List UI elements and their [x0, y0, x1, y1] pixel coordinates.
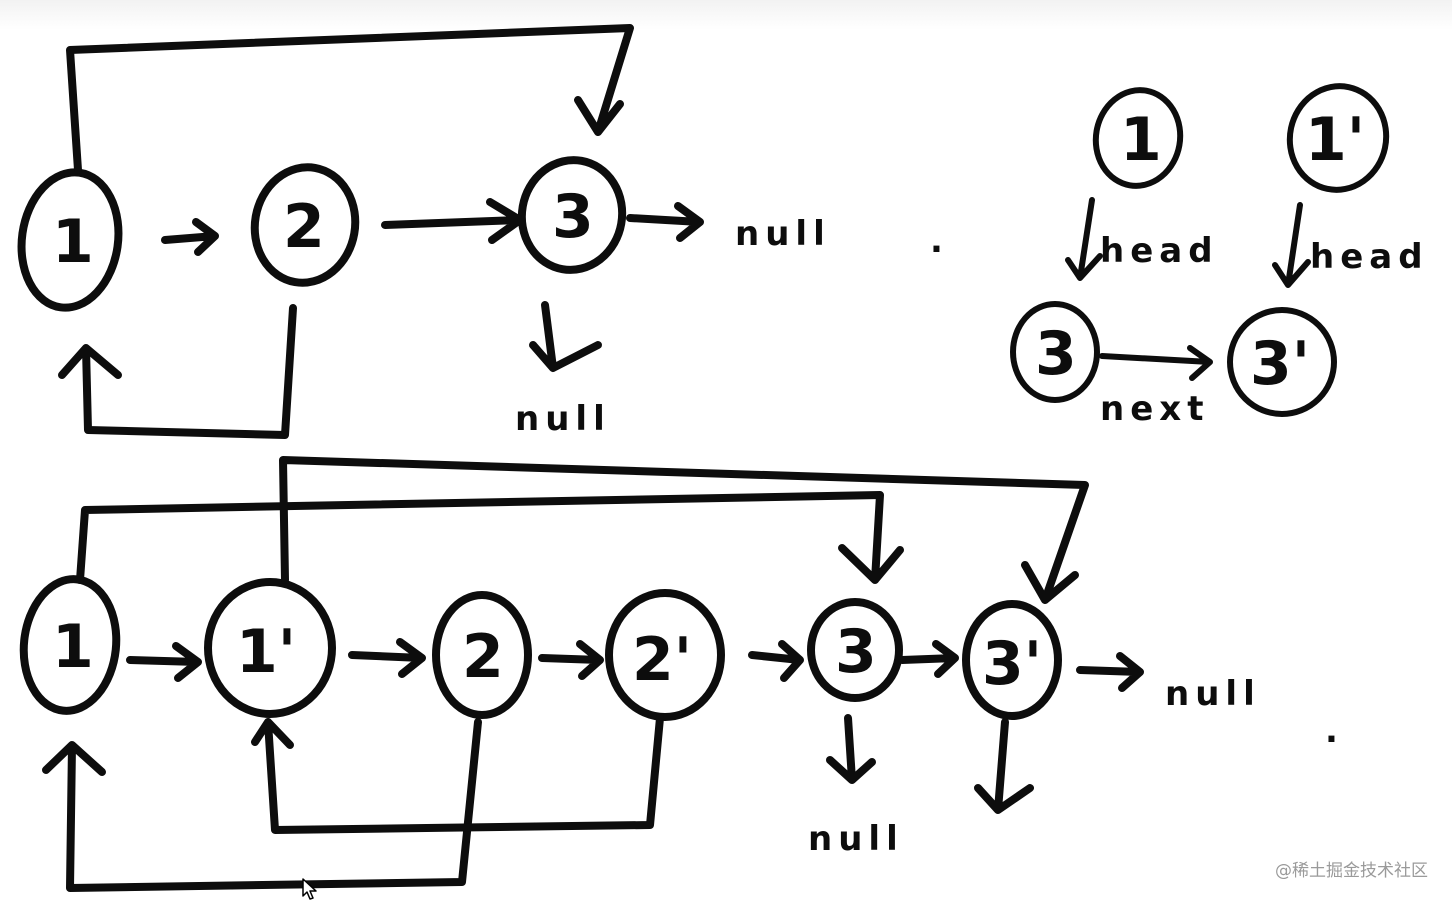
- top-node-3-label: 3: [552, 182, 594, 252]
- top-next-arrow-2-3: [381, 198, 524, 244]
- side-head-label-right: head: [1310, 237, 1429, 277]
- mouse-pointer-icon: [302, 878, 317, 900]
- bottom-node-2-label: 2: [462, 622, 504, 692]
- side-note: 1 head 3 next 1' head 3': [1010, 83, 1429, 429]
- side-head-label-left: head: [1100, 231, 1219, 271]
- bottom-next-arrow-1p-2: [348, 638, 426, 678]
- top-node-1-label: 1: [52, 207, 94, 277]
- bottom-null-right-dot: .: [1325, 711, 1344, 751]
- bottom-random-arrow-3-null: [826, 714, 876, 784]
- bottom-next-arrow-2p-3: [748, 640, 804, 682]
- bottom-random-arrow-2p-1p: [251, 714, 664, 834]
- side-head-arrow-left: [1065, 197, 1103, 281]
- side-node-1: 1: [1092, 87, 1184, 189]
- top-node-2: 2: [250, 163, 360, 287]
- side-node-3-label: 3: [1035, 319, 1077, 389]
- top-node-3: 3: [517, 156, 627, 274]
- side-next-label: next: [1100, 389, 1209, 429]
- side-node-3-prime: 3': [1227, 307, 1337, 417]
- bottom-node-2-prime: 2': [605, 589, 725, 721]
- side-node-1-prime-label: 1': [1305, 105, 1365, 175]
- top-null-below: null: [515, 399, 611, 439]
- bottom-node-1: 1: [19, 575, 121, 715]
- top-next-arrow-1-2: [161, 218, 219, 256]
- bottom-list: 1 1' 2 2' 3 3': [19, 456, 1344, 892]
- side-node-1-label: 1: [1120, 105, 1162, 175]
- bottom-node-3: 3: [807, 598, 903, 702]
- bottom-next-arrow-1-1p: [126, 642, 202, 682]
- bottom-node-1-prime-label: 1': [236, 617, 296, 687]
- top-null-right: null: [735, 214, 831, 254]
- bottom-next-arrow-3p-null: [1076, 652, 1144, 692]
- top-random-arrow-3-null: [529, 301, 602, 372]
- bottom-node-1-prime: 1': [204, 578, 336, 718]
- watermark: @稀土掘金技术社区: [1275, 861, 1428, 881]
- bottom-node-3-prime-label: 3': [982, 629, 1042, 699]
- bottom-random-arrow-2-1: [42, 718, 482, 892]
- bottom-random-arrow-1-3: [76, 491, 904, 584]
- bottom-node-2: 2: [432, 591, 532, 719]
- side-next-arrow: [1099, 345, 1213, 381]
- bottom-null-below: null: [808, 819, 904, 859]
- bottom-random-arrow-3p-down: [974, 718, 1034, 814]
- bottom-random-arrow-1p-3p: [279, 456, 1089, 604]
- top-random-arrow-1-3: [66, 24, 634, 174]
- bottom-node-1-label: 1: [52, 612, 94, 682]
- bottom-null-right: null: [1165, 674, 1261, 714]
- top-next-arrow-3-null: [626, 202, 704, 242]
- top-null-right-dot: .: [930, 221, 949, 261]
- bottom-next-arrow-3-3p: [898, 640, 959, 678]
- bottom-node-3-label: 3: [835, 617, 877, 687]
- bottom-node-3-prime: 3': [962, 600, 1062, 720]
- top-node-2-label: 2: [283, 192, 325, 262]
- side-node-3: 3: [1010, 301, 1100, 403]
- bottom-node-2-prime-label: 2': [632, 625, 692, 695]
- top-node-1: 1: [17, 168, 123, 312]
- side-node-3-prime-label: 3': [1250, 329, 1310, 399]
- top-random-arrow-2-1: [58, 304, 297, 439]
- side-node-1-prime: 1': [1286, 83, 1390, 193]
- bottom-next-arrow-2-2p: [538, 640, 604, 680]
- top-list: 1 2 3 null . null: [17, 24, 949, 439]
- side-head-arrow-right: [1272, 202, 1311, 288]
